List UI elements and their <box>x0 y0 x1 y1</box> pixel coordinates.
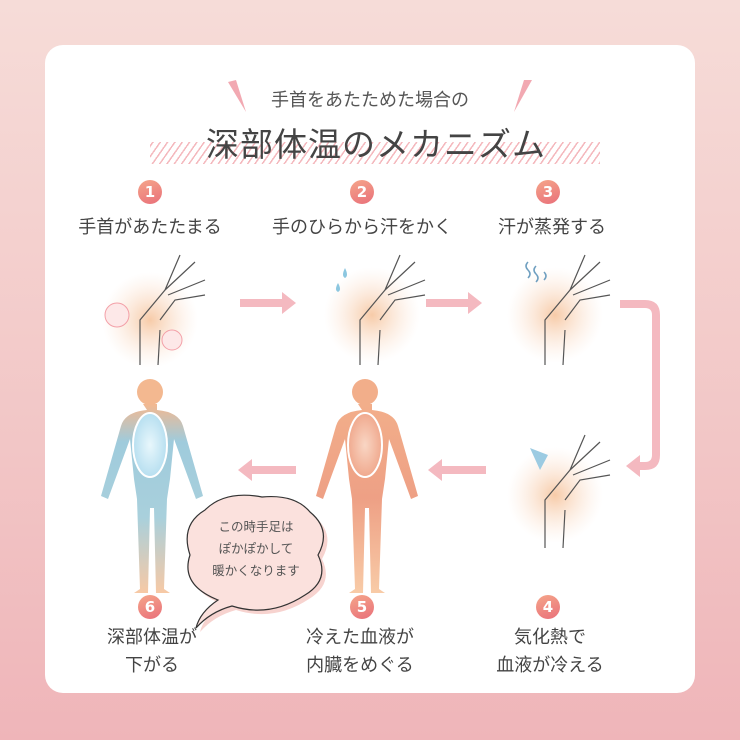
step-label-4-line2: 血液が冷える <box>496 655 604 676</box>
step-label-4-line1: 気化熱で <box>514 627 586 648</box>
step-label-5-line2: 内臓をめぐる <box>306 655 414 676</box>
accent-mark-left <box>228 80 246 112</box>
step-label-5-line1: 冷えた血液が <box>306 627 414 648</box>
hand-icon-step4 <box>507 434 611 549</box>
speech-bubble <box>186 494 328 632</box>
bubble-line-2: ぽかぽかして <box>218 541 294 556</box>
flow-arrows <box>238 292 660 481</box>
step-badge-5: 5 <box>350 595 374 619</box>
hand-icon-step1 <box>102 254 206 368</box>
bubble-text: この時手足は ぽかぽかして 暖かくなります <box>212 516 300 582</box>
step-label-6-line2: 下がる <box>125 655 179 676</box>
arrow-curved-down <box>620 300 660 477</box>
step-label-6-line1: 深部体温が <box>107 627 197 648</box>
title-hatch-band <box>150 142 600 164</box>
bubble-line-1: この時手足は <box>218 519 294 534</box>
hand-icon-step3 <box>507 254 611 366</box>
step-badge-3: 3 <box>536 180 560 204</box>
arrow-right-1 <box>240 292 296 314</box>
arrow-right-2 <box>426 292 482 314</box>
step-badge-6: 6 <box>138 595 162 619</box>
step-badge-2: 2 <box>350 180 374 204</box>
accent-mark-right <box>514 80 532 112</box>
subtitle: 手首をあたためた場合の <box>271 90 469 111</box>
step-label-3: 汗が蒸発する <box>498 217 606 238</box>
step-label-1: 手首があたたまる <box>78 217 222 238</box>
hand-icon-step2 <box>324 254 426 366</box>
step-label-6: 深部体温が 下がる <box>107 624 197 680</box>
step-label-4: 気化熱で 血液が冷える <box>496 624 603 680</box>
body-figure-warm <box>316 379 418 593</box>
body-figure-cool <box>101 379 203 593</box>
page-title: 深部体温のメカニズム <box>206 125 546 164</box>
step-badge-4: 4 <box>536 595 560 619</box>
step-label-2: 手のひらから汗をかく <box>272 217 452 238</box>
arrow-left-1 <box>238 459 296 481</box>
step-label-5: 冷えた血液が 内臓をめぐる <box>306 624 414 680</box>
step-badge-1: 1 <box>138 180 162 204</box>
bubble-line-3: 暖かくなります <box>212 563 300 578</box>
arrow-left-2 <box>428 459 486 481</box>
